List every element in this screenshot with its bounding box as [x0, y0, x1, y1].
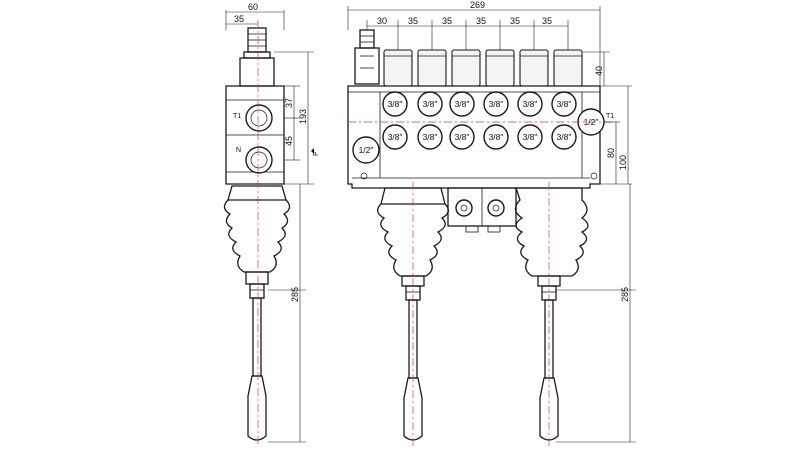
work-port [551, 124, 577, 150]
dim-side-offset: 35 [234, 14, 244, 24]
svg-text:3/8": 3/8" [523, 99, 538, 109]
side-view: T1 N 60 35 37 45 193 P 285 [223, 2, 320, 446]
svg-text:3/8": 3/8" [523, 132, 538, 142]
side-lever-nut [249, 283, 265, 299]
svg-text:3/8": 3/8" [557, 99, 572, 109]
label-n: N [236, 147, 241, 154]
inlet-relief-cap [359, 29, 375, 49]
joystick-pivot-right [487, 199, 505, 217]
dim-lever-length-right: 285 [620, 287, 630, 302]
dim-top-offset: 40 [594, 66, 604, 76]
svg-text:3/8": 3/8" [423, 132, 438, 142]
svg-text:3/8": 3/8" [455, 132, 470, 142]
work-port [382, 124, 408, 150]
dim-side-h2: 45 [284, 136, 294, 146]
joystick-pivot-left [455, 199, 473, 217]
dim-mid-height: 80 [606, 148, 616, 158]
side-boot-bellows [223, 199, 291, 273]
side-lever-handle [247, 375, 267, 441]
lever-middle[interactable] [514, 182, 589, 446]
work-port [551, 91, 577, 117]
lever-left[interactable] [377, 182, 449, 446]
work-port [382, 91, 408, 117]
svg-text:3/8": 3/8" [455, 99, 470, 109]
dim-spacing: 35 [542, 16, 552, 26]
work-port [517, 124, 543, 150]
spool-caps [383, 49, 583, 87]
front-view: 3/8" 3/8" 3/8" 3/8" 3/8" 3/8" 3/8" 3/8" … [347, 0, 636, 446]
work-port [417, 124, 443, 150]
inlet-relief-body [354, 47, 380, 85]
label-t1: T1 [233, 113, 241, 120]
work-port [449, 91, 475, 117]
dim-spacing: 35 [442, 16, 452, 26]
dim-body-height: 100 [618, 155, 628, 170]
work-port [417, 91, 443, 117]
work-port [517, 91, 543, 117]
side-port-n [245, 146, 273, 174]
side-port-t1 [245, 104, 273, 132]
svg-text:1/2": 1/2" [359, 145, 374, 155]
dim-side-height: 193 [298, 109, 308, 124]
inlet-port [352, 136, 380, 164]
side-upper-block [239, 57, 275, 87]
svg-text:3/8": 3/8" [423, 99, 438, 109]
work-port [483, 124, 509, 150]
dim-first-spacing: 30 [377, 16, 387, 26]
dim-spacing: 35 [408, 16, 418, 26]
dim-side-width: 60 [248, 2, 258, 12]
svg-text:3/8": 3/8" [388, 99, 403, 109]
side-boot-top [227, 185, 287, 201]
dim-total-width: 269 [470, 0, 485, 10]
svg-text:3/8": 3/8" [388, 132, 403, 142]
work-port [483, 91, 509, 117]
work-ports: 3/8" 3/8" 3/8" 3/8" 3/8" 3/8" 3/8" 3/8" … [382, 91, 577, 150]
label-t1-right: T1 [606, 113, 614, 120]
svg-text:3/8": 3/8" [489, 99, 504, 109]
side-lever-shaft [252, 297, 262, 377]
svg-text:3/8": 3/8" [557, 132, 572, 142]
side-cap-base [243, 51, 271, 59]
svg-text:3/8": 3/8" [489, 132, 504, 142]
dim-lever-length: 285 [290, 287, 300, 302]
label-p: P [313, 151, 320, 156]
dim-side-h1: 37 [284, 98, 294, 108]
dim-spacing: 35 [476, 16, 486, 26]
dim-spacing: 35 [510, 16, 520, 26]
work-port [449, 124, 475, 150]
